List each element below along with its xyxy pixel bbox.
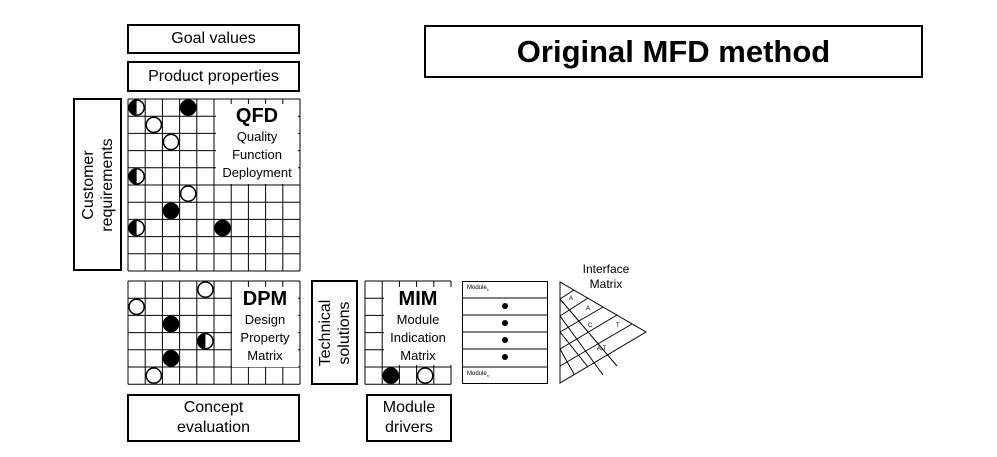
empty-circle-mark bbox=[145, 116, 163, 134]
interface-matrix-title: Interface Matrix bbox=[566, 262, 646, 292]
ellipsis-dot bbox=[502, 354, 508, 360]
interface-mark: A,T bbox=[597, 346, 607, 352]
interface-matrix: A A C T A,T bbox=[559, 281, 647, 384]
half-circle-fill bbox=[129, 100, 137, 116]
dpm-line1: Design bbox=[244, 312, 286, 327]
module-list bbox=[462, 281, 548, 384]
module-last-text: Module bbox=[467, 371, 487, 377]
empty-circle-mark bbox=[197, 281, 214, 298]
full-circle-mark bbox=[214, 219, 231, 237]
mim-line3: Matrix bbox=[400, 348, 436, 363]
qfd-line2: Function bbox=[232, 147, 282, 162]
full-circle-mark bbox=[382, 367, 400, 384]
module-last-label: Modulen bbox=[467, 371, 489, 378]
dpm-line2: Property bbox=[240, 330, 290, 345]
dpm-label: DPM Design Property Matrix bbox=[232, 287, 298, 367]
qfd-label: QFD Quality Function Deployment bbox=[216, 104, 298, 184]
empty-circle-mark bbox=[416, 367, 434, 384]
empty-circle-mark bbox=[162, 133, 180, 151]
ellipsis-dot bbox=[502, 303, 508, 309]
mim-label: MIM Module Indication Matrix bbox=[384, 287, 452, 365]
module-last-sub: n bbox=[486, 373, 489, 379]
dpm-abbr: DPM bbox=[242, 288, 288, 310]
empty-circle-mark bbox=[145, 367, 163, 384]
module-first-text: Module bbox=[467, 285, 487, 291]
full-circle-mark bbox=[162, 202, 180, 220]
mim-line2: Indication bbox=[390, 330, 446, 345]
customer-requirements-box: Customer requirements bbox=[73, 98, 122, 271]
page-title: Original MFD method bbox=[516, 33, 831, 69]
customer-requirements-label: Customer requirements bbox=[79, 137, 116, 232]
product-properties-label: Product properties bbox=[148, 67, 279, 85]
interface-mark: A bbox=[569, 296, 573, 302]
mim-abbr: MIM bbox=[398, 288, 438, 310]
interface-title-line1: Interface bbox=[582, 262, 630, 276]
ellipsis-dot bbox=[502, 320, 508, 326]
full-circle-mark bbox=[162, 315, 180, 333]
ellipsis-dot bbox=[502, 337, 508, 343]
technical-solutions-box: Technical solutions bbox=[311, 280, 358, 385]
mim-line1: Module bbox=[396, 312, 440, 327]
interface-mark: A bbox=[586, 306, 590, 312]
module-first-sub: 1 bbox=[486, 287, 489, 293]
goal-values-box: Goal values bbox=[127, 24, 300, 54]
full-circle-mark bbox=[162, 350, 180, 367]
half-circle-fill bbox=[197, 333, 206, 349]
half-circle-fill bbox=[129, 168, 137, 184]
product-properties-box: Product properties bbox=[127, 61, 300, 92]
technical-solutions-label: Technical solutions bbox=[316, 299, 353, 366]
interface-mark: T bbox=[616, 323, 620, 329]
dpm-line3: Matrix bbox=[247, 348, 283, 363]
module-drivers-box: Module drivers bbox=[366, 394, 452, 442]
qfd-line1: Quality bbox=[236, 129, 278, 144]
dpm-matrix bbox=[127, 280, 301, 385]
concept-evaluation-box: Concept evaluation bbox=[127, 394, 300, 442]
goal-values-label: Goal values bbox=[171, 30, 256, 47]
title-box: Original MFD method bbox=[424, 25, 923, 78]
concept-evaluation-label: Concept evaluation bbox=[177, 399, 250, 436]
empty-circle-mark bbox=[179, 185, 197, 202]
module-drivers-label: Module drivers bbox=[382, 399, 436, 436]
qfd-line3: Deployment bbox=[222, 165, 292, 180]
interface-title-line2: Matrix bbox=[589, 277, 623, 291]
qfd-abbr: QFD bbox=[235, 105, 279, 127]
module-first-label: Module1 bbox=[467, 285, 489, 292]
full-circle-mark bbox=[179, 99, 197, 116]
half-circle-fill bbox=[129, 220, 137, 236]
empty-circle-mark bbox=[128, 298, 145, 316]
interface-mark: C bbox=[588, 323, 593, 329]
